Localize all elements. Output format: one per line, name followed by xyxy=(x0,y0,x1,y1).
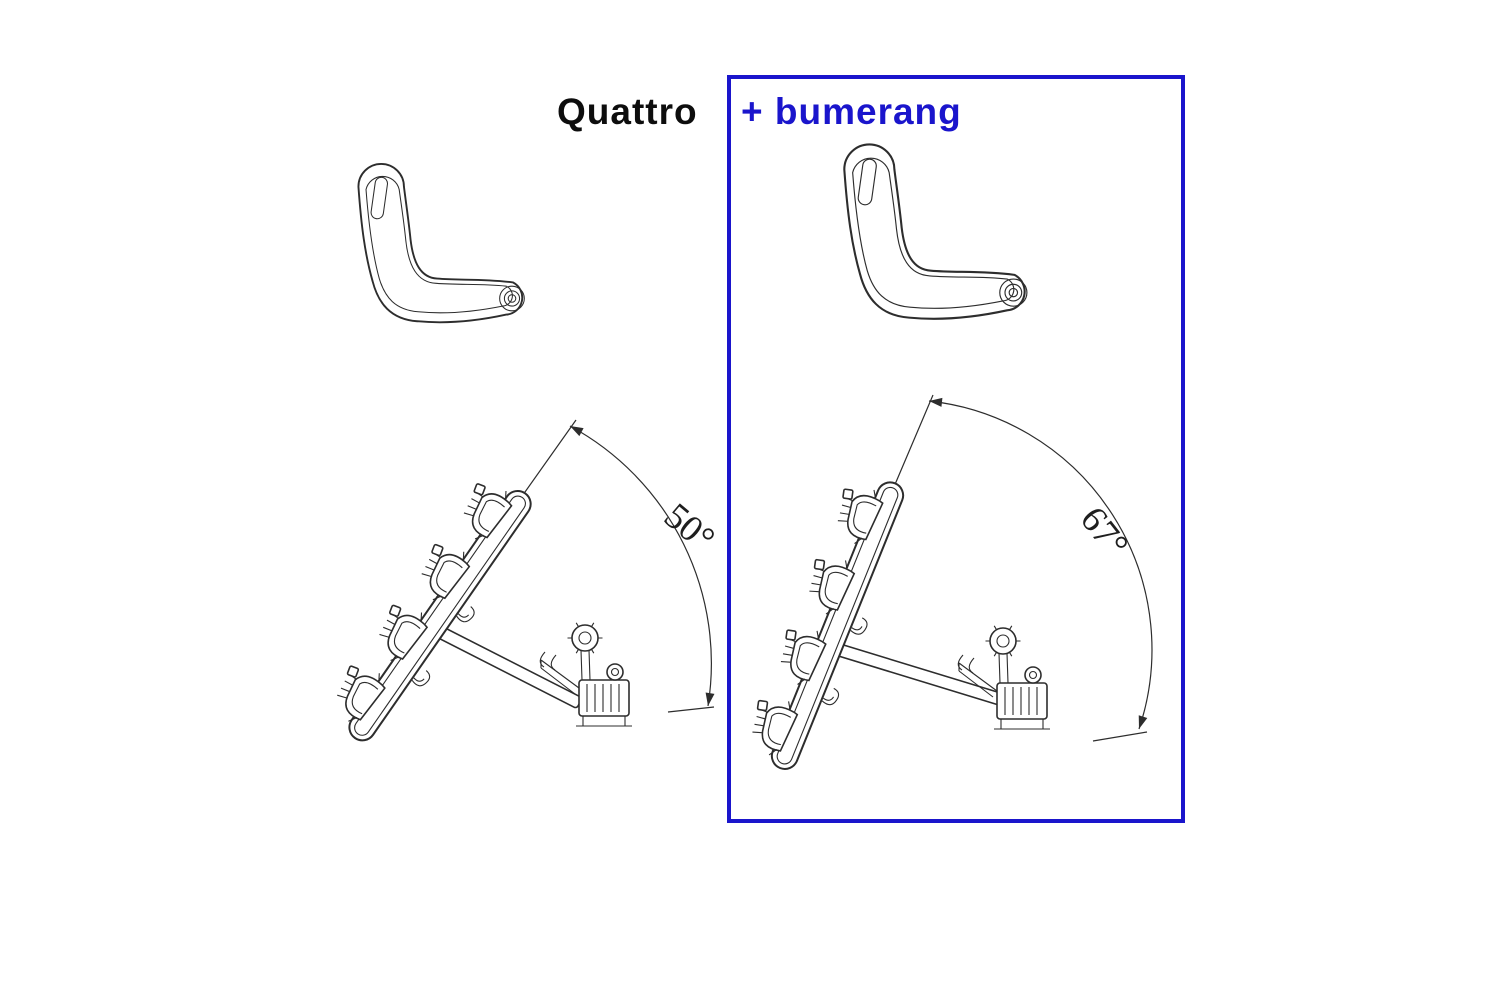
left-panel-title: Quattro xyxy=(557,91,698,132)
support-arm xyxy=(821,639,1003,706)
boomerang-bracket-icon xyxy=(843,143,1028,320)
right-panel-title: + bumerang xyxy=(741,91,962,132)
boomerang-bracket-drawing-right xyxy=(843,143,1028,320)
tilt-angle-label: 50° xyxy=(656,495,722,560)
support-arm xyxy=(425,620,582,709)
rack-rail xyxy=(740,478,905,770)
boomerang-bracket-drawing-left xyxy=(357,162,526,324)
boomerang-bracket-icon xyxy=(357,162,526,324)
arc-arrow-bottom xyxy=(703,692,715,707)
mount-base xyxy=(957,624,1051,730)
mount-base xyxy=(539,621,633,727)
arc-arrow-bottom xyxy=(1134,715,1148,731)
bike-rack-drawing-left: 50° xyxy=(322,419,722,742)
baseline-tick xyxy=(667,706,715,713)
tilt-angle-label: 67° xyxy=(1072,499,1136,565)
arc-arrow-top xyxy=(928,396,943,407)
baseline-tick xyxy=(1092,731,1148,742)
rack-rail xyxy=(322,474,532,742)
angle-arc xyxy=(569,425,712,707)
bike-rack-drawing-right: 67° xyxy=(740,394,1153,770)
highlight-border xyxy=(727,75,1185,823)
angle-arc xyxy=(928,400,1153,730)
